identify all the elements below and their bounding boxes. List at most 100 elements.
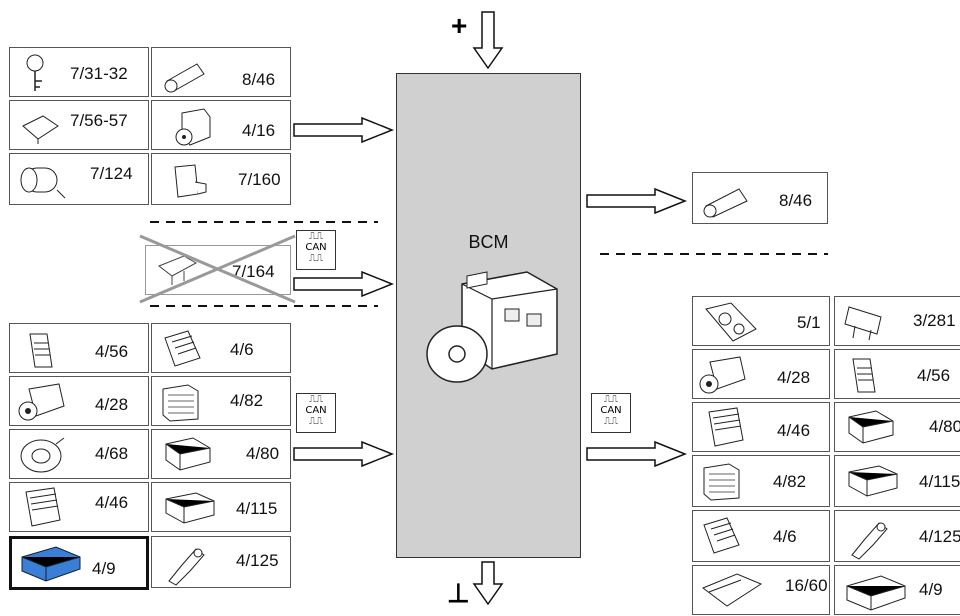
ecu-icon	[699, 515, 744, 559]
module-4-80[interactable]: 4/80	[151, 429, 291, 479]
module-4-28-right[interactable]: 4/28	[692, 349, 830, 399]
module-label: 3/281	[913, 311, 956, 331]
power-plus: +	[451, 10, 467, 42]
right-bottom-arrow	[585, 440, 689, 468]
module-label: 4/28	[777, 368, 810, 388]
dashed-separator	[600, 252, 830, 256]
module-8-46-right[interactable]: 8/46	[692, 172, 828, 224]
module-icon	[22, 329, 62, 369]
module-4-6[interactable]: 4/6	[151, 323, 291, 373]
bracket-icon	[170, 162, 210, 202]
module-4-82[interactable]: 4/82	[151, 376, 291, 426]
module-label: 4/9	[92, 559, 116, 579]
module-label: 4/115	[236, 499, 277, 519]
module-label: 4/6	[230, 340, 254, 360]
module-4-46[interactable]: 4/46	[9, 482, 149, 532]
module-4-6-right[interactable]: 4/6	[692, 510, 830, 562]
ecu-icon	[160, 328, 205, 370]
module-label: 7/160	[238, 170, 281, 190]
bcm-block[interactable]: BCM	[396, 73, 581, 558]
module-label: 4/80	[929, 417, 960, 437]
airbag-module-icon	[841, 409, 899, 447]
module-label: 4/82	[230, 391, 263, 411]
module-4-28[interactable]: 4/28	[9, 376, 149, 426]
module-3-281[interactable]: 3/281	[834, 296, 960, 346]
abs-unit-icon	[172, 105, 212, 149]
module-label: 5/1	[797, 313, 821, 333]
module-label: 4/28	[95, 395, 128, 415]
can-bus-icon: ⎍⎍CAN⎍⎍	[296, 230, 336, 270]
module-4-9-right[interactable]: 4/9	[834, 565, 960, 615]
can-bus-icon: ⎍⎍CAN⎍⎍	[296, 393, 336, 433]
module-4-9-selected[interactable]: 4/9	[9, 536, 149, 590]
module-4-46-right[interactable]: 4/46	[692, 402, 830, 452]
key-icon	[20, 53, 60, 93]
module-7-56-57[interactable]: 7/56-57	[9, 100, 149, 150]
module-icon	[845, 354, 885, 396]
module-16-60[interactable]: 16/60	[692, 565, 830, 615]
module-4-56-right[interactable]: 4/56	[834, 349, 960, 399]
module-label: 4/16	[242, 121, 275, 141]
module-label: 4/46	[95, 493, 128, 513]
module-7-160[interactable]: 7/160	[151, 153, 291, 205]
camera-module-icon	[695, 354, 750, 396]
module-label: 8/46	[779, 191, 812, 211]
cross-out-mark	[140, 236, 300, 306]
switch-icon	[18, 111, 63, 146]
can-bus-icon: ⎍⎍CAN⎍⎍	[591, 393, 631, 433]
module-4-115[interactable]: 4/115	[151, 482, 291, 532]
module-label: 4/125	[919, 527, 960, 547]
module-4-56[interactable]: 4/56	[9, 323, 149, 373]
ground-arrow	[474, 562, 504, 609]
cylinder-icon	[162, 56, 212, 92]
module-4-125-right[interactable]: 4/125	[834, 510, 960, 562]
box-module-icon	[699, 460, 744, 504]
power-ground: ⊥	[447, 578, 470, 609]
module-4-115-right[interactable]: 4/115	[834, 455, 960, 507]
module-4-80-right[interactable]: 4/80	[834, 402, 960, 452]
connector-ecu-icon	[16, 486, 66, 530]
cylinder-icon	[701, 181, 756, 219]
module-label: 4/46	[777, 421, 810, 441]
module-label: 4/6	[773, 527, 797, 547]
bcm-title: BCM	[397, 232, 580, 253]
blue-module-icon	[16, 543, 86, 587]
control-unit-icon	[841, 462, 901, 502]
dashed-separator	[150, 304, 380, 308]
module-label: 7/56-57	[70, 111, 128, 131]
camera-module-icon	[14, 381, 69, 423]
module-7-124[interactable]: 7/124	[9, 153, 149, 205]
module-label: 7/31-32	[70, 64, 128, 84]
instrument-cluster-icon	[701, 301, 761, 343]
module-label: 4/82	[773, 472, 806, 492]
module-4-68[interactable]: 4/68	[9, 429, 149, 479]
sensor-mount-icon	[847, 515, 892, 559]
module-label: 16/60	[785, 576, 828, 596]
module-label: 4/80	[246, 444, 279, 464]
module-4-125[interactable]: 4/125	[151, 536, 291, 588]
module-7-31-32[interactable]: 7/31-32	[9, 47, 149, 97]
airbag-module-icon	[158, 436, 216, 474]
module-label: 8/46	[242, 70, 275, 90]
box-module-icon	[158, 381, 203, 423]
antenna-icon	[841, 302, 891, 342]
module-label: 4/115	[919, 472, 960, 492]
module-8-46[interactable]: 8/46	[151, 47, 291, 97]
module-label: 4/125	[236, 551, 279, 571]
connector-ecu-icon	[699, 406, 749, 450]
left-bottom-arrow	[292, 440, 396, 468]
module-label: 7/124	[90, 164, 133, 184]
right-top-arrow	[585, 187, 689, 215]
module-4-82-right[interactable]: 4/82	[692, 455, 830, 507]
motor-icon	[15, 162, 70, 200]
engine-ecu-icon	[697, 570, 767, 614]
dashed-separator	[150, 220, 380, 224]
module-label: 4/68	[95, 444, 128, 464]
module-4-16[interactable]: 4/16	[151, 100, 291, 150]
module-label: 4/56	[917, 366, 950, 386]
module-5-1[interactable]: 5/1	[692, 296, 830, 346]
module-label: 4/56	[95, 342, 128, 362]
crossed-arrow	[292, 270, 396, 298]
sensor-mount-icon	[164, 541, 209, 585]
module-7-164-crossed[interactable]: 7/164	[145, 245, 291, 295]
